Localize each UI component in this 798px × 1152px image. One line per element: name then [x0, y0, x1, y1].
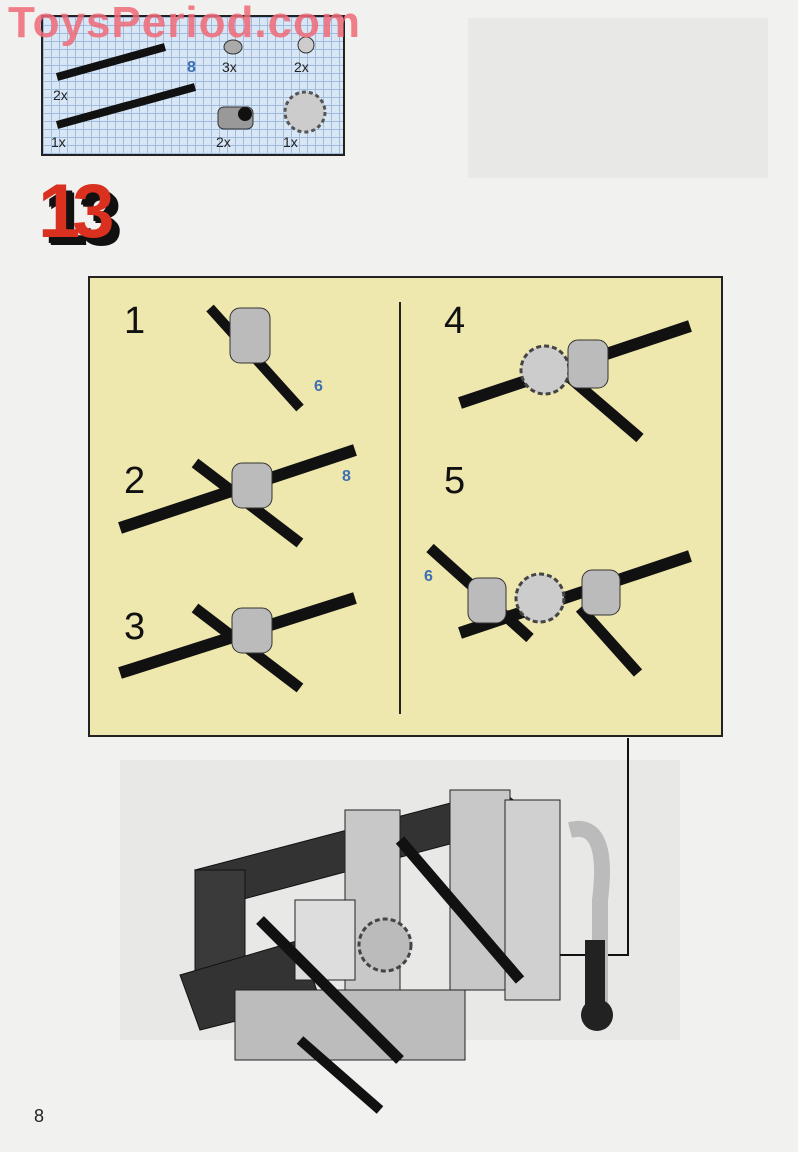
qty-label: 1x	[51, 134, 66, 150]
substep-number: 4	[444, 300, 466, 342]
substep-illustrations	[118, 304, 692, 693]
qty-label: 2x	[216, 134, 231, 150]
background-ghost	[468, 18, 768, 178]
page-number: 8	[34, 1106, 45, 1126]
axle-length-label: 6	[314, 378, 323, 395]
watermark: ToysPeriod.com	[8, 0, 362, 47]
qty-label: 2x	[294, 59, 309, 75]
parts-illustration	[55, 36, 327, 134]
qty-label: 3x	[222, 59, 237, 75]
axle-length-label: 6	[424, 568, 433, 585]
substep-number: 5	[444, 460, 466, 502]
substep-number: 1	[124, 300, 146, 342]
parts-list: 8 2x 1x 3x 2x 2x 1x	[41, 15, 345, 156]
substep-number: 2	[124, 460, 146, 502]
qty-label: 2x	[53, 87, 68, 103]
substep-number: 3	[124, 606, 146, 648]
step-number: 13	[38, 169, 114, 254]
axle-length-label: 8	[342, 468, 351, 485]
substeps-panel: 1 2 3 4 5 6 8 6	[88, 276, 723, 737]
qty-label: 1x	[283, 134, 298, 150]
axle-length-label: 8	[187, 59, 196, 76]
divider	[399, 302, 401, 714]
